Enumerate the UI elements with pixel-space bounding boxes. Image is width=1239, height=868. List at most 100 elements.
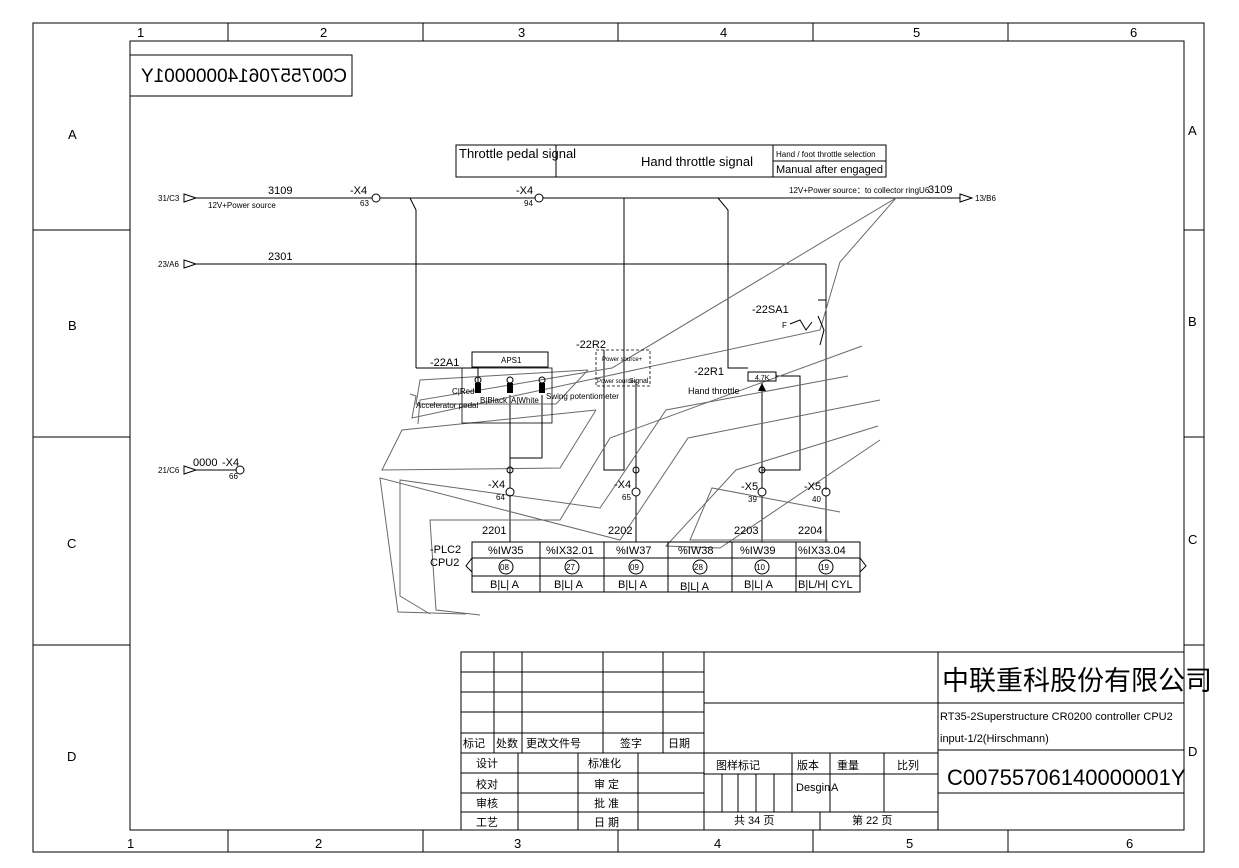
r2-label: -22R2 <box>576 339 606 351</box>
design-value: Desgin <box>796 782 830 794</box>
col-label-top-5: 5 <box>913 25 920 40</box>
title-line-1: RT35-2Superstructure CR0200 controller C… <box>940 711 1173 723</box>
svg-text:08: 08 <box>500 563 509 572</box>
mirrored-number-box <box>129 54 353 97</box>
r2-top: Power source+ <box>602 357 643 363</box>
row-label-right-a: A <box>1188 123 1197 138</box>
b-black: B|Black <box>480 396 508 405</box>
plc-label-2: CPU2 <box>430 557 459 569</box>
accelerator-pedal: Accelerator pedal <box>416 401 478 410</box>
dst-13-b6: 13/B6 <box>975 194 996 203</box>
mirrored-drawing-number: C00755706140000001Y <box>141 66 347 87</box>
wire-2301: 2301 <box>268 251 292 263</box>
svg-text:%IX33.04: %IX33.04 <box>798 545 846 557</box>
outer-frame <box>32 22 1205 853</box>
col-label-top-2: 2 <box>320 25 327 40</box>
selection-title: Hand / foot throttle selection <box>776 150 876 159</box>
signal-header-box <box>455 144 887 178</box>
r1-value: 4.7K <box>755 375 770 382</box>
approval-final: 审 定 <box>594 777 619 791</box>
svg-text:B|L| A: B|L| A <box>554 579 584 591</box>
svg-text:B|L| A: B|L| A <box>490 579 520 591</box>
row-label-left-c: C <box>67 536 76 551</box>
col-label-top-6: 6 <box>1130 25 1137 40</box>
company-name: 中联重科股份有限公司 <box>942 666 1212 696</box>
x4-64: -X4 <box>488 479 505 491</box>
terminal-circles <box>505 466 831 497</box>
title-drawing-number: C00755706140000001Y <box>947 765 1186 790</box>
connection-wires <box>409 197 827 542</box>
r1-resistor <box>747 371 777 382</box>
pin-94: 94 <box>524 199 533 208</box>
wiper-arrow <box>758 383 766 391</box>
role-design: 设计 <box>476 757 498 770</box>
approval-approve: 批 准 <box>594 796 619 810</box>
rev-header-date: 日期 <box>668 737 690 750</box>
power-wire-3109 <box>183 193 974 203</box>
weight-header: 重量 <box>837 758 859 772</box>
page-number: 第 22 页 <box>852 813 892 827</box>
c-red: C|Red <box>452 387 475 396</box>
wire-0000: 0000 <box>193 457 217 469</box>
approval-standard: 标准化 <box>588 756 621 770</box>
svg-text:%IW37: %IW37 <box>616 545 651 557</box>
row-label-right-c: C <box>1188 532 1197 547</box>
selection-value: Manual after engaged <box>776 164 883 176</box>
frame-dividers <box>33 23 1204 852</box>
svg-text:%IW38: %IW38 <box>678 545 713 557</box>
power-12v-left: 12V+Power source <box>208 201 276 210</box>
wire-0000-line <box>183 465 245 475</box>
artifact-shapes <box>379 197 897 616</box>
plc-channel-6: %IX33.04 19 B|L/H| CYL <box>798 545 853 591</box>
role-check: 校对 <box>476 777 498 791</box>
role-process: 工艺 <box>476 816 498 829</box>
src-23-a6: 23/A6 <box>158 260 179 269</box>
plc-channel-5: %IW39 10 B|L| A <box>740 545 775 591</box>
total-pages: 共 34 页 <box>734 814 774 827</box>
plc-block <box>465 541 867 593</box>
r1-label: -22R1 <box>694 366 724 378</box>
wire-2202: 2202 <box>608 525 632 537</box>
row-label-right-b: B <box>1188 314 1197 329</box>
plc-channel-1: %IW35 08 B|L| A <box>488 545 523 591</box>
svg-text:%IX32.01: %IX32.01 <box>546 545 594 557</box>
svg-text:B|L| A: B|L| A <box>680 581 710 593</box>
sa1-switch <box>789 315 825 346</box>
col-label-bottom-5: 5 <box>906 836 913 851</box>
rev-header-doc: 更改文件号 <box>526 736 581 750</box>
svg-text:B|L| A: B|L| A <box>744 579 774 591</box>
aps1-terminals <box>474 376 546 393</box>
r2-left: Power source- <box>597 379 636 385</box>
svg-text:%IW39: %IW39 <box>740 545 775 557</box>
x4-94: -X4 <box>516 185 533 197</box>
power-12v-right: 12V+Power source：to collector ringU6 <box>789 186 930 195</box>
aps1-label: APS1 <box>501 356 522 365</box>
col-label-bottom-3: 3 <box>514 836 521 851</box>
plc-channel-2: %IX32.01 27 B|L| A <box>546 545 594 591</box>
wire-2301-line <box>183 259 827 490</box>
role-review: 审核 <box>476 796 498 810</box>
aps1-box <box>471 351 549 368</box>
pin-63: 63 <box>360 199 369 208</box>
svg-text:27: 27 <box>566 563 575 572</box>
approval-date: 日 期 <box>594 816 619 829</box>
col-label-top-1: 1 <box>137 25 144 40</box>
col-label-bottom-2: 2 <box>315 836 322 851</box>
swing-potentiometer: Swing potentiometer <box>546 392 619 401</box>
wire-2201: 2201 <box>482 525 506 537</box>
col-label-top-3: 3 <box>518 25 525 40</box>
pin-65: 65 <box>622 493 631 502</box>
svg-text:B|L/H| CYL: B|L/H| CYL <box>798 579 853 591</box>
scale-header: 比列 <box>897 758 919 772</box>
wire-3109-left: 3109 <box>268 185 292 197</box>
col-label-bottom-1: 1 <box>127 836 134 851</box>
wire-2204: 2204 <box>798 525 822 537</box>
pin-66: 66 <box>229 472 238 481</box>
hand-throttle-signal: Hand throttle signal <box>641 154 753 169</box>
a-white: A|White <box>511 396 539 405</box>
sa1-label: -22SA1 <box>752 304 789 316</box>
plc-channel-3: %IW37 09 B|L| A <box>616 545 651 591</box>
rev-header-count: 处数 <box>496 737 518 750</box>
col-label-top-4: 4 <box>720 25 727 40</box>
